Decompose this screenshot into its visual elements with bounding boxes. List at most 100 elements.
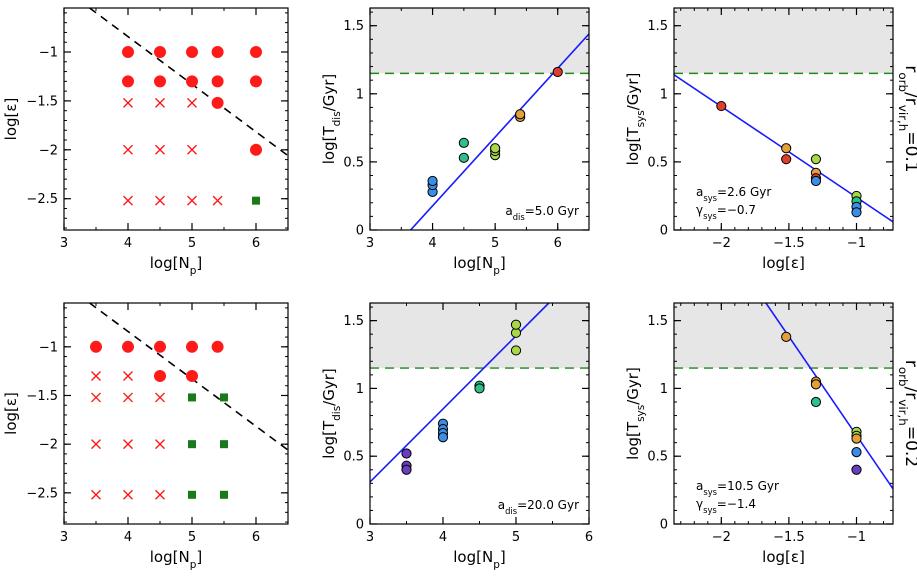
data-point-circle <box>186 370 198 383</box>
y-axis-label-part: dis <box>331 111 343 126</box>
data-point-square <box>252 196 260 205</box>
x-axis-label-part: p <box>190 559 197 571</box>
plot-area <box>370 8 589 230</box>
x-tick-label: 3 <box>60 530 68 545</box>
shaded-region <box>674 8 893 74</box>
y-tick-label: −1.5 <box>26 94 58 109</box>
x-axis-label-part: ] <box>196 548 202 566</box>
data-point <box>515 109 526 120</box>
data-point-circle <box>186 75 198 88</box>
data-point-cross <box>187 195 197 206</box>
y-tick-label: 0.5 <box>343 155 364 170</box>
fit-annotation: adis=5.0 Gyr <box>505 204 579 222</box>
x-axis-label-part: log[N <box>453 548 493 566</box>
slope-annotation-part: =−0.7 <box>717 203 756 217</box>
orbit-ratio-label-part: orb <box>896 72 910 92</box>
x-tick-label: 5 <box>188 236 196 251</box>
data-point <box>810 379 822 390</box>
data-point <box>810 175 822 187</box>
slope-annotation: γsys=−0.7 <box>696 203 756 221</box>
data-point-circle <box>122 46 134 59</box>
data-point-cross <box>91 439 101 450</box>
data-point-cross <box>91 392 101 403</box>
data-point <box>401 448 412 459</box>
plot-area <box>674 303 893 490</box>
data-point-cross <box>155 392 165 403</box>
y-tick-label: −2 <box>39 143 58 158</box>
y-axis-label-part: /Gyr] <box>624 73 642 111</box>
data-point-cross <box>212 195 223 206</box>
plot-area <box>674 8 893 223</box>
x-axis-label: log[Np] <box>150 548 202 571</box>
y-tick-label: 1 <box>356 382 364 397</box>
fit-annotation-part: sys <box>703 487 717 497</box>
x-axis-label-part: p <box>190 265 197 277</box>
data-point-cross <box>91 371 101 382</box>
x-axis-label: log[Np] <box>453 254 505 277</box>
fit-annotation-part: sys <box>703 193 717 203</box>
data-point-circle <box>250 75 262 88</box>
y-tick-label: 0.5 <box>647 155 668 170</box>
slope-annotation-part: sys <box>703 505 717 515</box>
fit-annotation-part: =5.0 Gyr <box>525 204 579 218</box>
y-axis-label-part: log[T <box>624 127 642 166</box>
x-tick-label: 4 <box>439 530 447 545</box>
data-point-circle <box>211 75 224 88</box>
y-axis-label-part: log[T <box>320 126 338 165</box>
y-tick-label: 1 <box>356 87 364 102</box>
fit-annotation-part: =10.5 Gyr <box>717 479 779 493</box>
x-tick-label: −1.5 <box>773 236 805 251</box>
x-axis-label-part: log[N <box>150 548 190 566</box>
x-axis-label: log[ε] <box>762 548 805 566</box>
orbit-ratio-label: rorb/rvir,h=0.2 <box>896 360 917 467</box>
x-tick-label: 3 <box>60 236 68 251</box>
plot-frame <box>673 7 894 231</box>
data-point-circle <box>186 340 198 353</box>
data-point-cross <box>155 439 165 450</box>
x-tick-label: 4 <box>124 236 132 251</box>
slope-annotation: γsys=−1.4 <box>696 497 756 515</box>
panel-p6: −2−1.5−100.511.5log[ε]log[Tsys/Gyr]asys=… <box>624 302 917 566</box>
data-point-cross <box>187 97 197 108</box>
slope-annotation-part: sys <box>703 211 717 221</box>
data-point <box>510 319 522 330</box>
data-point-cross <box>155 195 165 206</box>
slope-annotation-part: =−1.4 <box>717 497 756 511</box>
data-point-cross <box>123 392 133 403</box>
y-tick-label: −1 <box>39 46 58 61</box>
data-point <box>490 143 501 154</box>
y-axis-label-part: log[ε] <box>2 98 20 141</box>
orbit-ratio-label-part: vir,h <box>896 105 910 132</box>
data-point <box>851 433 862 444</box>
shaded-region <box>370 8 589 74</box>
y-axis-label-part: sys <box>635 110 647 127</box>
plot-area <box>89 303 288 500</box>
data-point-circle <box>154 75 166 88</box>
x-tick-label: −2 <box>712 236 731 251</box>
x-tick-label: 6 <box>252 236 260 251</box>
data-point-cross <box>155 144 165 155</box>
y-axis-label: log[Tdis/Gyr] <box>320 368 343 459</box>
data-point <box>552 66 563 78</box>
data-point-square <box>220 490 228 499</box>
y-axis-label-part: log[T <box>320 420 338 459</box>
x-tick-label: 6 <box>252 530 260 545</box>
data-point-cross <box>123 489 133 500</box>
x-tick-label: 5 <box>491 236 499 251</box>
orbit-ratio-label-part: =0.2 <box>901 426 917 467</box>
data-point-cross <box>155 97 165 108</box>
panel-p3: −2−1.5−100.511.5log[ε]log[Tsys/Gyr]asys=… <box>624 7 917 272</box>
data-point <box>851 464 862 475</box>
y-axis-label: log[Tsys/Gyr] <box>624 367 647 460</box>
data-point <box>851 447 862 458</box>
y-tick-label: −2 <box>39 438 58 453</box>
x-axis-label-part: p <box>493 559 500 571</box>
y-tick-label: 0 <box>356 518 364 533</box>
y-axis-label-part: sys <box>635 405 647 422</box>
y-tick-label: 1.5 <box>647 19 668 34</box>
data-point-square <box>188 393 196 402</box>
y-axis-label: log[ε] <box>2 392 20 435</box>
